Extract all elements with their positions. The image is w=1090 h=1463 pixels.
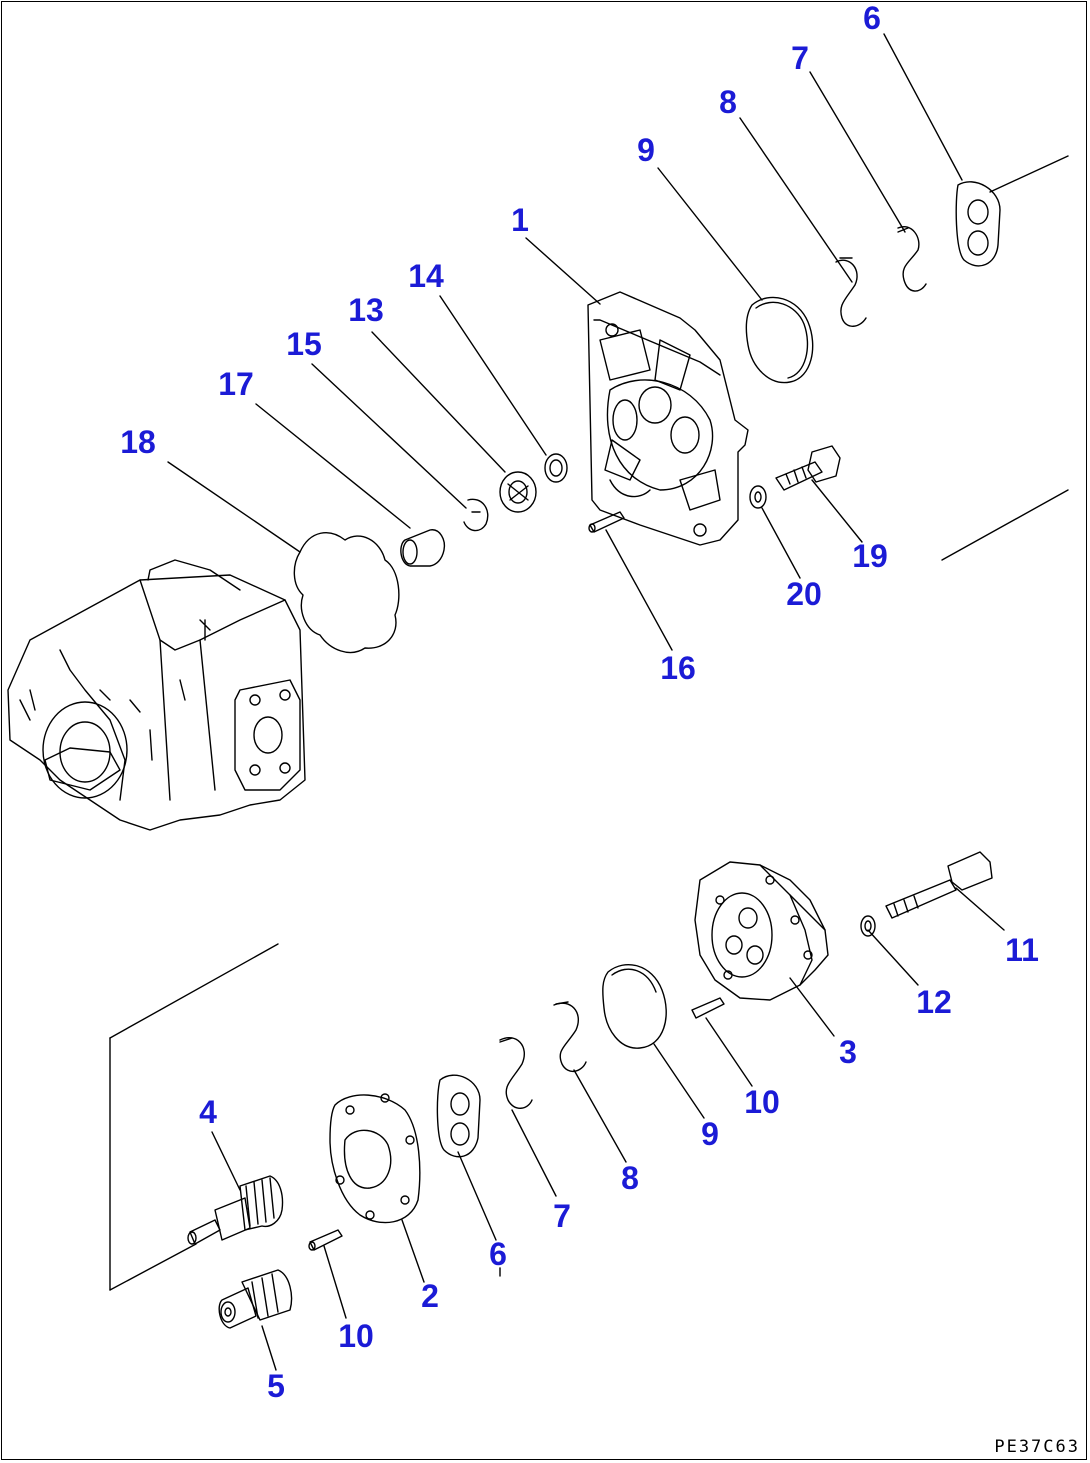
callout-7-top: 7 xyxy=(791,40,809,76)
pin-10-upper xyxy=(691,997,725,1019)
callout-19: 19 xyxy=(852,538,888,574)
callout-8-top: 8 xyxy=(719,84,737,120)
bolt-19 xyxy=(775,445,841,491)
seal-13 xyxy=(499,471,537,513)
pin-16 xyxy=(588,511,625,533)
bolt-11 xyxy=(885,851,993,919)
callout-2: 2 xyxy=(421,1278,439,1314)
clip-8-bottom xyxy=(553,1001,587,1072)
washer-20 xyxy=(749,485,767,509)
leader-lines xyxy=(109,33,1069,1371)
callout-7-bottom: 7 xyxy=(553,1198,571,1234)
callout-17: 17 xyxy=(218,366,254,402)
gear-shaft-4 xyxy=(187,1175,284,1245)
callout-6-bottom: 6 xyxy=(489,1236,507,1272)
o-ring-9-bottom xyxy=(602,963,667,1049)
callout-20: 20 xyxy=(786,576,822,612)
plate-6-bottom xyxy=(436,1074,481,1158)
callout-11: 11 xyxy=(1005,932,1039,968)
clip-7-top xyxy=(897,226,927,292)
cover-plate-1 xyxy=(587,291,749,546)
callout-14: 14 xyxy=(408,258,444,294)
rear-housing-3 xyxy=(694,861,829,1001)
callout-4: 4 xyxy=(199,1094,217,1130)
callout-15: 15 xyxy=(286,326,322,362)
callout-18: 18 xyxy=(120,424,156,460)
pin-10-bottom xyxy=(308,1229,343,1251)
callout-9-top: 9 xyxy=(637,132,655,168)
callout-8-bottom: 8 xyxy=(621,1160,639,1196)
callout-10-right: 10 xyxy=(744,1084,780,1120)
plate-6-top xyxy=(955,181,1001,267)
callout-1: 1 xyxy=(511,202,529,238)
plate-2 xyxy=(329,1093,421,1224)
callout-6-top: 6 xyxy=(863,0,881,36)
ring-14 xyxy=(544,453,568,483)
clip-7-bottom xyxy=(499,1037,533,1109)
callout-13: 13 xyxy=(348,292,384,328)
washer-12 xyxy=(860,915,876,937)
clip-15 xyxy=(463,498,489,532)
drawing-code: PE37C63 xyxy=(994,1437,1080,1457)
bushing-17 xyxy=(400,529,446,567)
callout-5: 5 xyxy=(267,1368,285,1404)
o-ring-9-top xyxy=(745,296,814,384)
callout-9-bottom: 9 xyxy=(701,1116,719,1152)
callout-3: 3 xyxy=(839,1034,857,1070)
gear-shaft-5 xyxy=(218,1269,293,1329)
callout-16: 16 xyxy=(660,650,696,686)
gasket-18 xyxy=(293,532,400,653)
callout-12: 12 xyxy=(916,984,952,1020)
pump-body xyxy=(7,559,306,831)
callout-10-left: 10 xyxy=(338,1318,374,1354)
clip-8-top xyxy=(835,257,867,327)
